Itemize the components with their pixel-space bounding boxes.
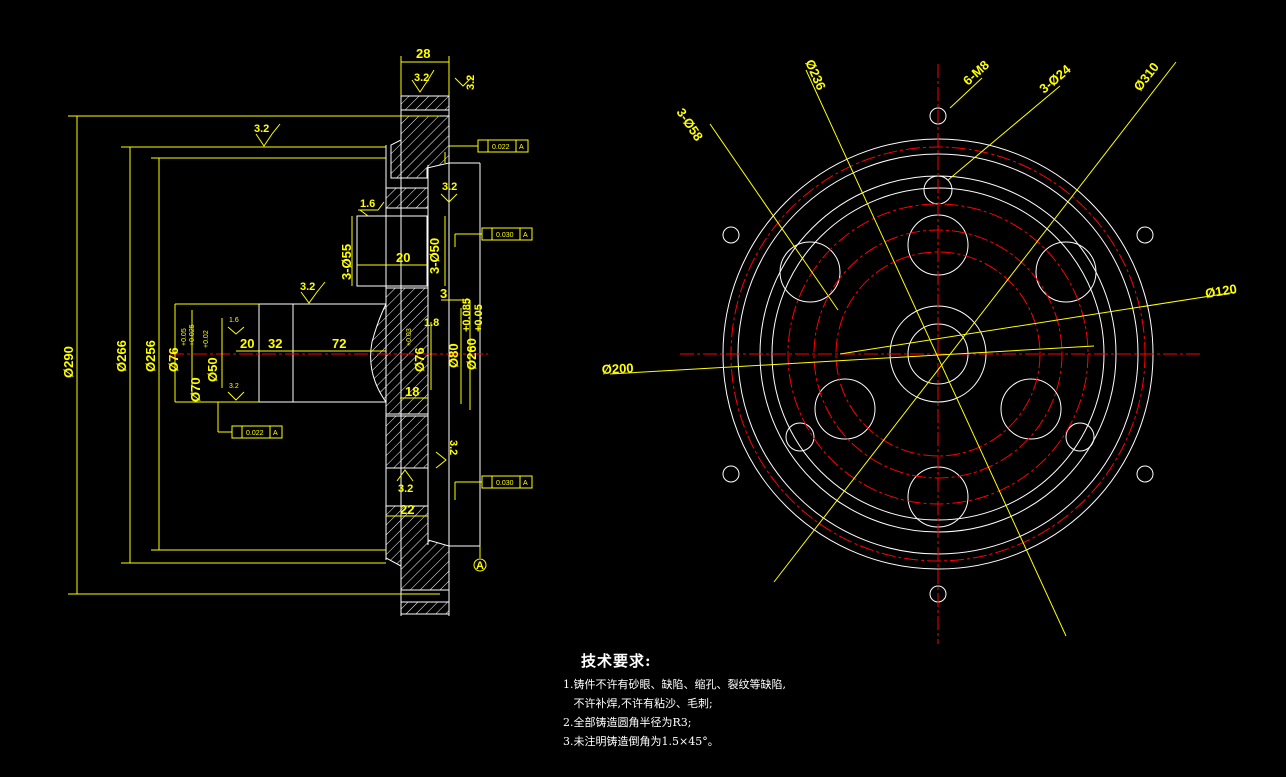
section-hatching bbox=[370, 95, 450, 615]
dim-phi260-tol-low: +0.05 bbox=[473, 304, 485, 332]
dim-20-bore: 20 bbox=[240, 336, 254, 351]
plan-centerlines bbox=[680, 64, 1200, 644]
label-phi310: Ø310 bbox=[1131, 60, 1162, 94]
notes-item: 2.全部铸造圆角半径为R3; bbox=[563, 716, 692, 729]
dim-32: 32 bbox=[268, 336, 282, 351]
dim-phi76-tol: +0.03 bbox=[406, 328, 413, 346]
dim-phi50-bore: Ø50 bbox=[205, 357, 220, 382]
notes-item: 不许补焊,不许有粘沙、毛刺; bbox=[563, 697, 713, 710]
dim-phi76-hub: Ø76 bbox=[412, 347, 427, 372]
dim-finish-bore-top: 1.6 bbox=[229, 317, 239, 324]
dim-phi80: Ø80 bbox=[446, 343, 461, 368]
dim-18: 18 bbox=[405, 384, 419, 399]
dim-phi76: Ø76 bbox=[166, 347, 181, 372]
label-phi200: Ø200 bbox=[601, 360, 634, 377]
dim-72: 72 bbox=[332, 336, 346, 351]
fcf-runout-top-ref: A bbox=[519, 144, 524, 151]
fcf-runout-bore-value: 0.022 bbox=[246, 430, 264, 437]
dim-finish-hub: 3.2 bbox=[300, 281, 315, 293]
dim-20-hole: 20 bbox=[396, 250, 410, 265]
fcf-runout-top-value: 0.022 bbox=[492, 144, 510, 151]
label-phi120: Ø120 bbox=[1204, 281, 1238, 301]
dim-phi70-tol-up: +0.05 bbox=[181, 328, 188, 346]
dim-22: 22 bbox=[400, 502, 414, 517]
section-dim-texts: 28 3.2 3.2 3.2 3.2 1.6 3-Ø55 20 3-Ø50 3.… bbox=[61, 46, 528, 572]
label-3-phi24: 3-Ø24 bbox=[1036, 61, 1074, 96]
dim-finish-lower: 3.2 bbox=[398, 483, 413, 495]
notes-item: 1.铸件不许有砂眼、缺陷、缩孔、裂纹等缺陷, bbox=[563, 678, 786, 691]
plan-view: Ø236 6-M8 3-Ø24 Ø310 3-Ø58 Ø120 Ø200 bbox=[601, 57, 1238, 644]
feature-control-frames bbox=[231, 139, 533, 572]
surface-finish-marks bbox=[227, 69, 472, 482]
plan-leaders bbox=[609, 61, 1237, 637]
fcf-flat-top-ref: A bbox=[523, 232, 528, 239]
dim-phi70-tol-low: +0.025 bbox=[189, 324, 196, 346]
dim-phi290: Ø290 bbox=[61, 346, 76, 378]
datum-label-a: A bbox=[476, 560, 484, 572]
notes-item: 3.未注明铸造倒角为1.5×45°。 bbox=[563, 735, 719, 748]
section-outline bbox=[175, 66, 481, 616]
dim-3-phi55: 3-Ø55 bbox=[339, 244, 354, 280]
technical-requirements: 技术要求: 1.铸件不许有砂眼、缺陷、缩孔、裂纹等缺陷, 不许补焊,不许有粘沙、… bbox=[563, 650, 786, 751]
label-3-phi58: 3-Ø58 bbox=[674, 105, 707, 143]
dim-1-8: 1.8 bbox=[424, 317, 439, 329]
fcf-flat-top-value: 0.030 bbox=[496, 232, 514, 239]
dim-3: 3 bbox=[440, 286, 447, 301]
dim-finish-top-a: 3.2 bbox=[414, 72, 429, 84]
dim-finish-lower-right: 3.2 bbox=[447, 440, 459, 455]
dim-phi50-tol: +0.02 bbox=[203, 330, 210, 348]
dim-3-phi50: 3-Ø50 bbox=[427, 238, 442, 274]
section-view: 28 3.2 3.2 3.2 3.2 1.6 3-Ø55 20 3-Ø50 3.… bbox=[61, 46, 533, 616]
dim-finish-hole: 1.6 bbox=[360, 198, 375, 210]
dim-finish-top-b: 3.2 bbox=[465, 75, 477, 90]
label-phi236: Ø236 bbox=[802, 57, 829, 92]
dim-phi256: Ø256 bbox=[143, 340, 158, 372]
dim-phi266: Ø266 bbox=[114, 340, 129, 372]
dim-finish-flange: 3.2 bbox=[254, 123, 269, 135]
dim-phi70: Ø70 bbox=[188, 377, 203, 402]
fcf-flat-low-value: 0.030 bbox=[496, 480, 514, 487]
dim-28: 28 bbox=[416, 46, 430, 61]
dim-phi260-tol-up: +0.085 bbox=[461, 298, 473, 332]
dim-finish-right: 3.2 bbox=[442, 181, 457, 193]
section-dimension-lines bbox=[68, 56, 482, 595]
notes-title: 技术要求: bbox=[581, 652, 652, 670]
dim-phi260: Ø260 bbox=[464, 338, 479, 370]
fcf-runout-bore-ref: A bbox=[273, 430, 278, 437]
dim-finish-bore-low: 3.2 bbox=[229, 383, 239, 390]
fcf-flat-low-ref: A bbox=[523, 480, 528, 487]
